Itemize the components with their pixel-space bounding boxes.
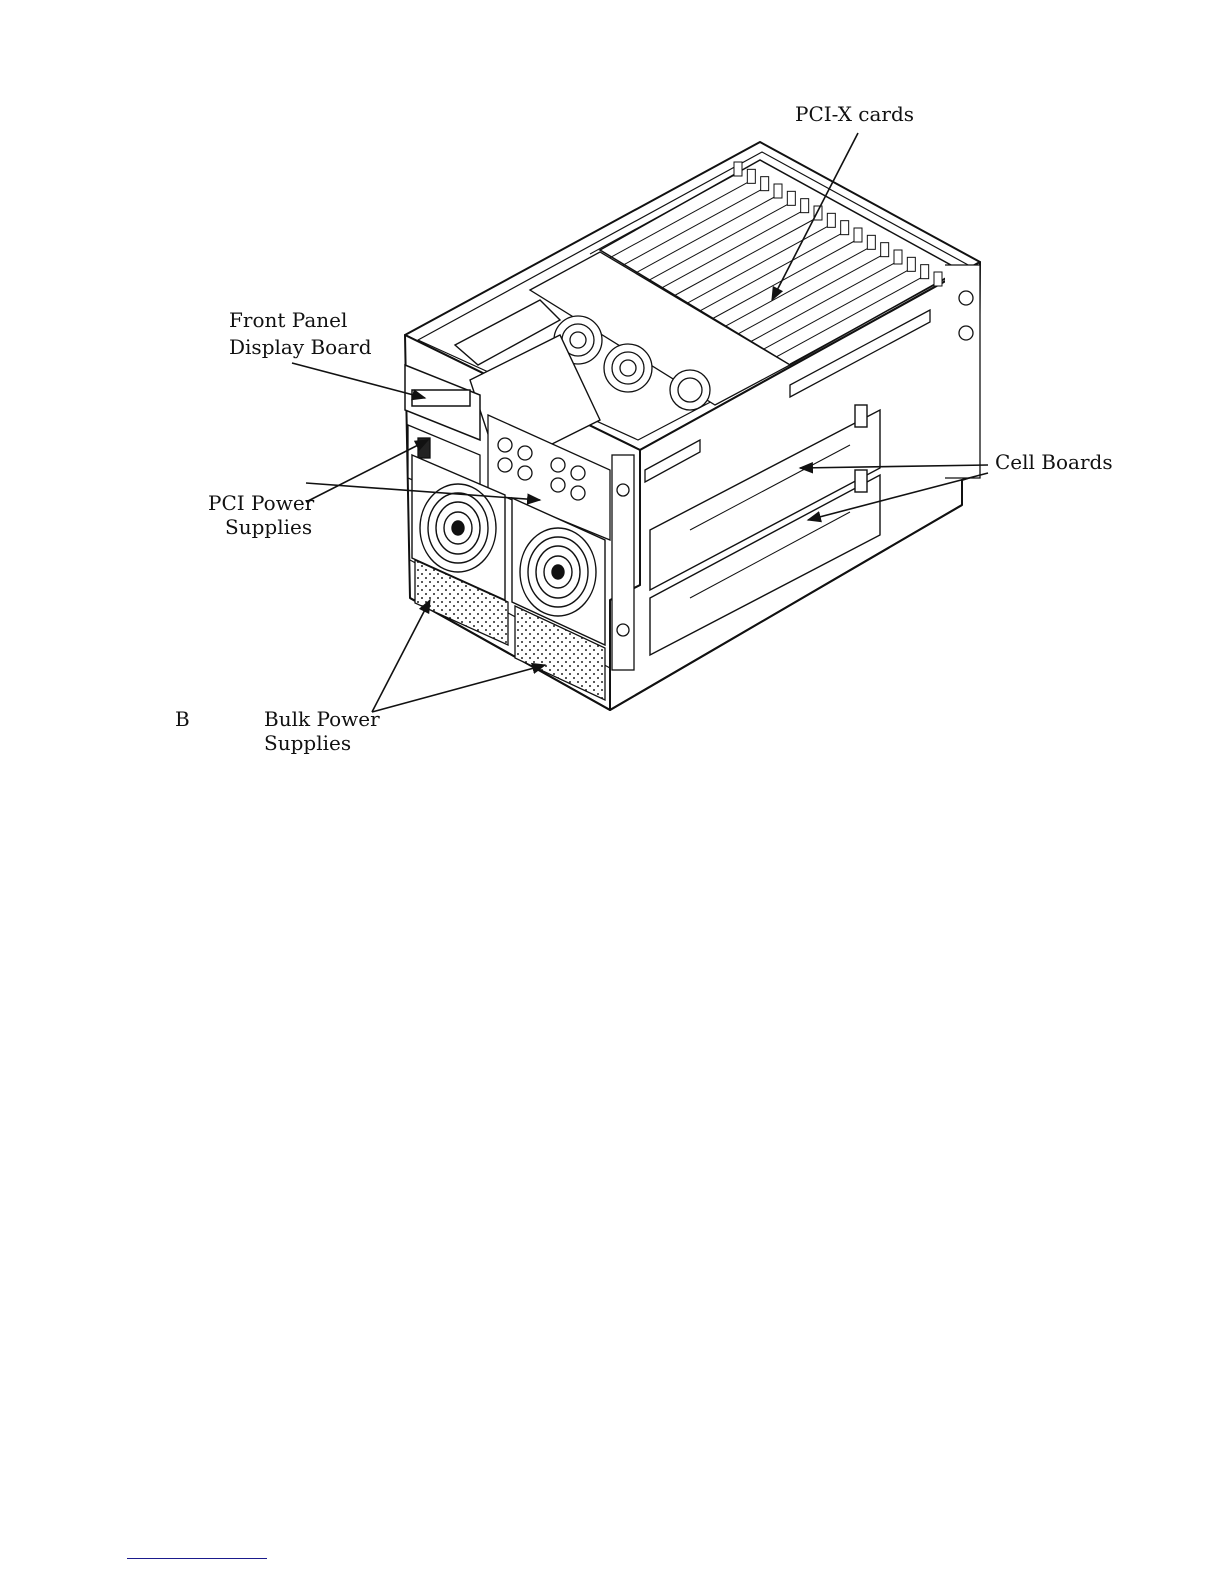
pci-x-card-bracket	[921, 265, 929, 279]
footer-rule	[127, 1558, 267, 1559]
pci-x-card-bracket	[734, 162, 742, 176]
pci-x-card-bracket	[841, 221, 849, 235]
pci-x-card-bracket	[801, 199, 809, 213]
pci-x-card-bracket	[787, 191, 795, 205]
pci-x-card-bracket	[747, 169, 755, 183]
label-bulk-power-line1: Bulk Power	[264, 706, 380, 732]
label-front-panel-line2: Display Board	[229, 334, 372, 360]
arrow-bulk-power-left	[372, 600, 430, 712]
pci-x-card-bracket	[867, 235, 875, 249]
pci-x-card-bracket	[894, 250, 902, 264]
pci-x-card-bracket	[907, 257, 915, 271]
pci-x-card-bracket	[827, 213, 835, 227]
label-cell-boards: Cell Boards	[995, 449, 1113, 475]
label-figure-letter: B	[175, 706, 190, 732]
label-pci-x-cards: PCI-X cards	[795, 101, 914, 127]
pci-x-card-bracket	[934, 272, 942, 286]
label-pci-power-line2: Supplies	[225, 514, 312, 540]
arrow-bulk-power-right	[372, 665, 545, 712]
label-front-panel-line1: Front Panel	[229, 307, 347, 333]
pci-x-card-bracket	[814, 206, 822, 220]
pci-x-card-bracket	[761, 177, 769, 191]
label-pci-power-line1: PCI Power	[208, 490, 314, 516]
pci-x-card-bracket	[854, 228, 862, 242]
pci-x-card-bracket	[774, 184, 782, 198]
pci-x-card-bracket	[881, 243, 889, 257]
label-bulk-power-line2: Supplies	[264, 730, 351, 756]
